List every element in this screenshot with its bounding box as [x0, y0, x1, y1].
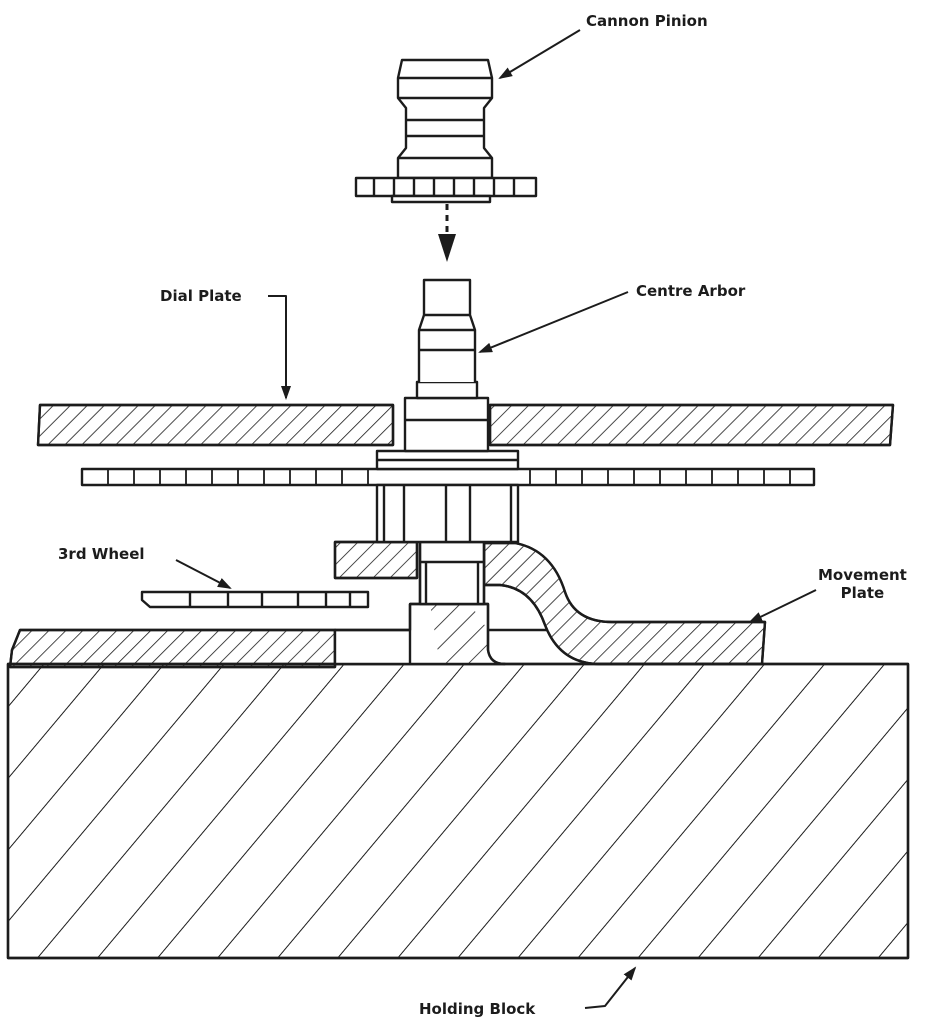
left-collar-plate — [333, 540, 419, 580]
holding-block-label: Holding Block — [419, 1000, 536, 1018]
holding-block — [6, 662, 910, 960]
movement-plate-label: Movement Plate — [818, 566, 907, 602]
movement-plate-right — [482, 541, 767, 666]
cannon-pinion-label: Cannon Pinion — [586, 12, 708, 30]
movement-plate-left — [8, 628, 337, 669]
leader-third-wheel — [175, 559, 232, 589]
centre-arbor — [403, 278, 490, 453]
assembly-direction-arrow — [438, 204, 456, 262]
centre-wheel — [80, 467, 816, 487]
centre-collar — [375, 449, 520, 544]
leader-lines — [175, 29, 817, 1009]
leader-cannon-pinion — [498, 29, 581, 80]
leader-dial-plate — [268, 295, 291, 400]
third-wheel — [140, 590, 370, 609]
arbor-hub — [333, 602, 548, 666]
third-wheel-label: 3rd Wheel — [58, 545, 145, 563]
arbor-shaft-lower — [418, 540, 486, 606]
centre-arbor-label: Centre Arbor — [636, 282, 746, 300]
leader-centre-arbor — [478, 291, 629, 353]
cannon-pinion — [354, 58, 538, 204]
dial-plate — [36, 403, 895, 447]
leader-movement-plate — [748, 589, 817, 623]
dial-plate-label: Dial Plate — [160, 287, 242, 305]
movement-plate-label-line2: Plate — [840, 584, 885, 602]
movement-plate-label-line1: Movement — [818, 566, 907, 584]
leader-holding-block — [584, 966, 637, 1009]
